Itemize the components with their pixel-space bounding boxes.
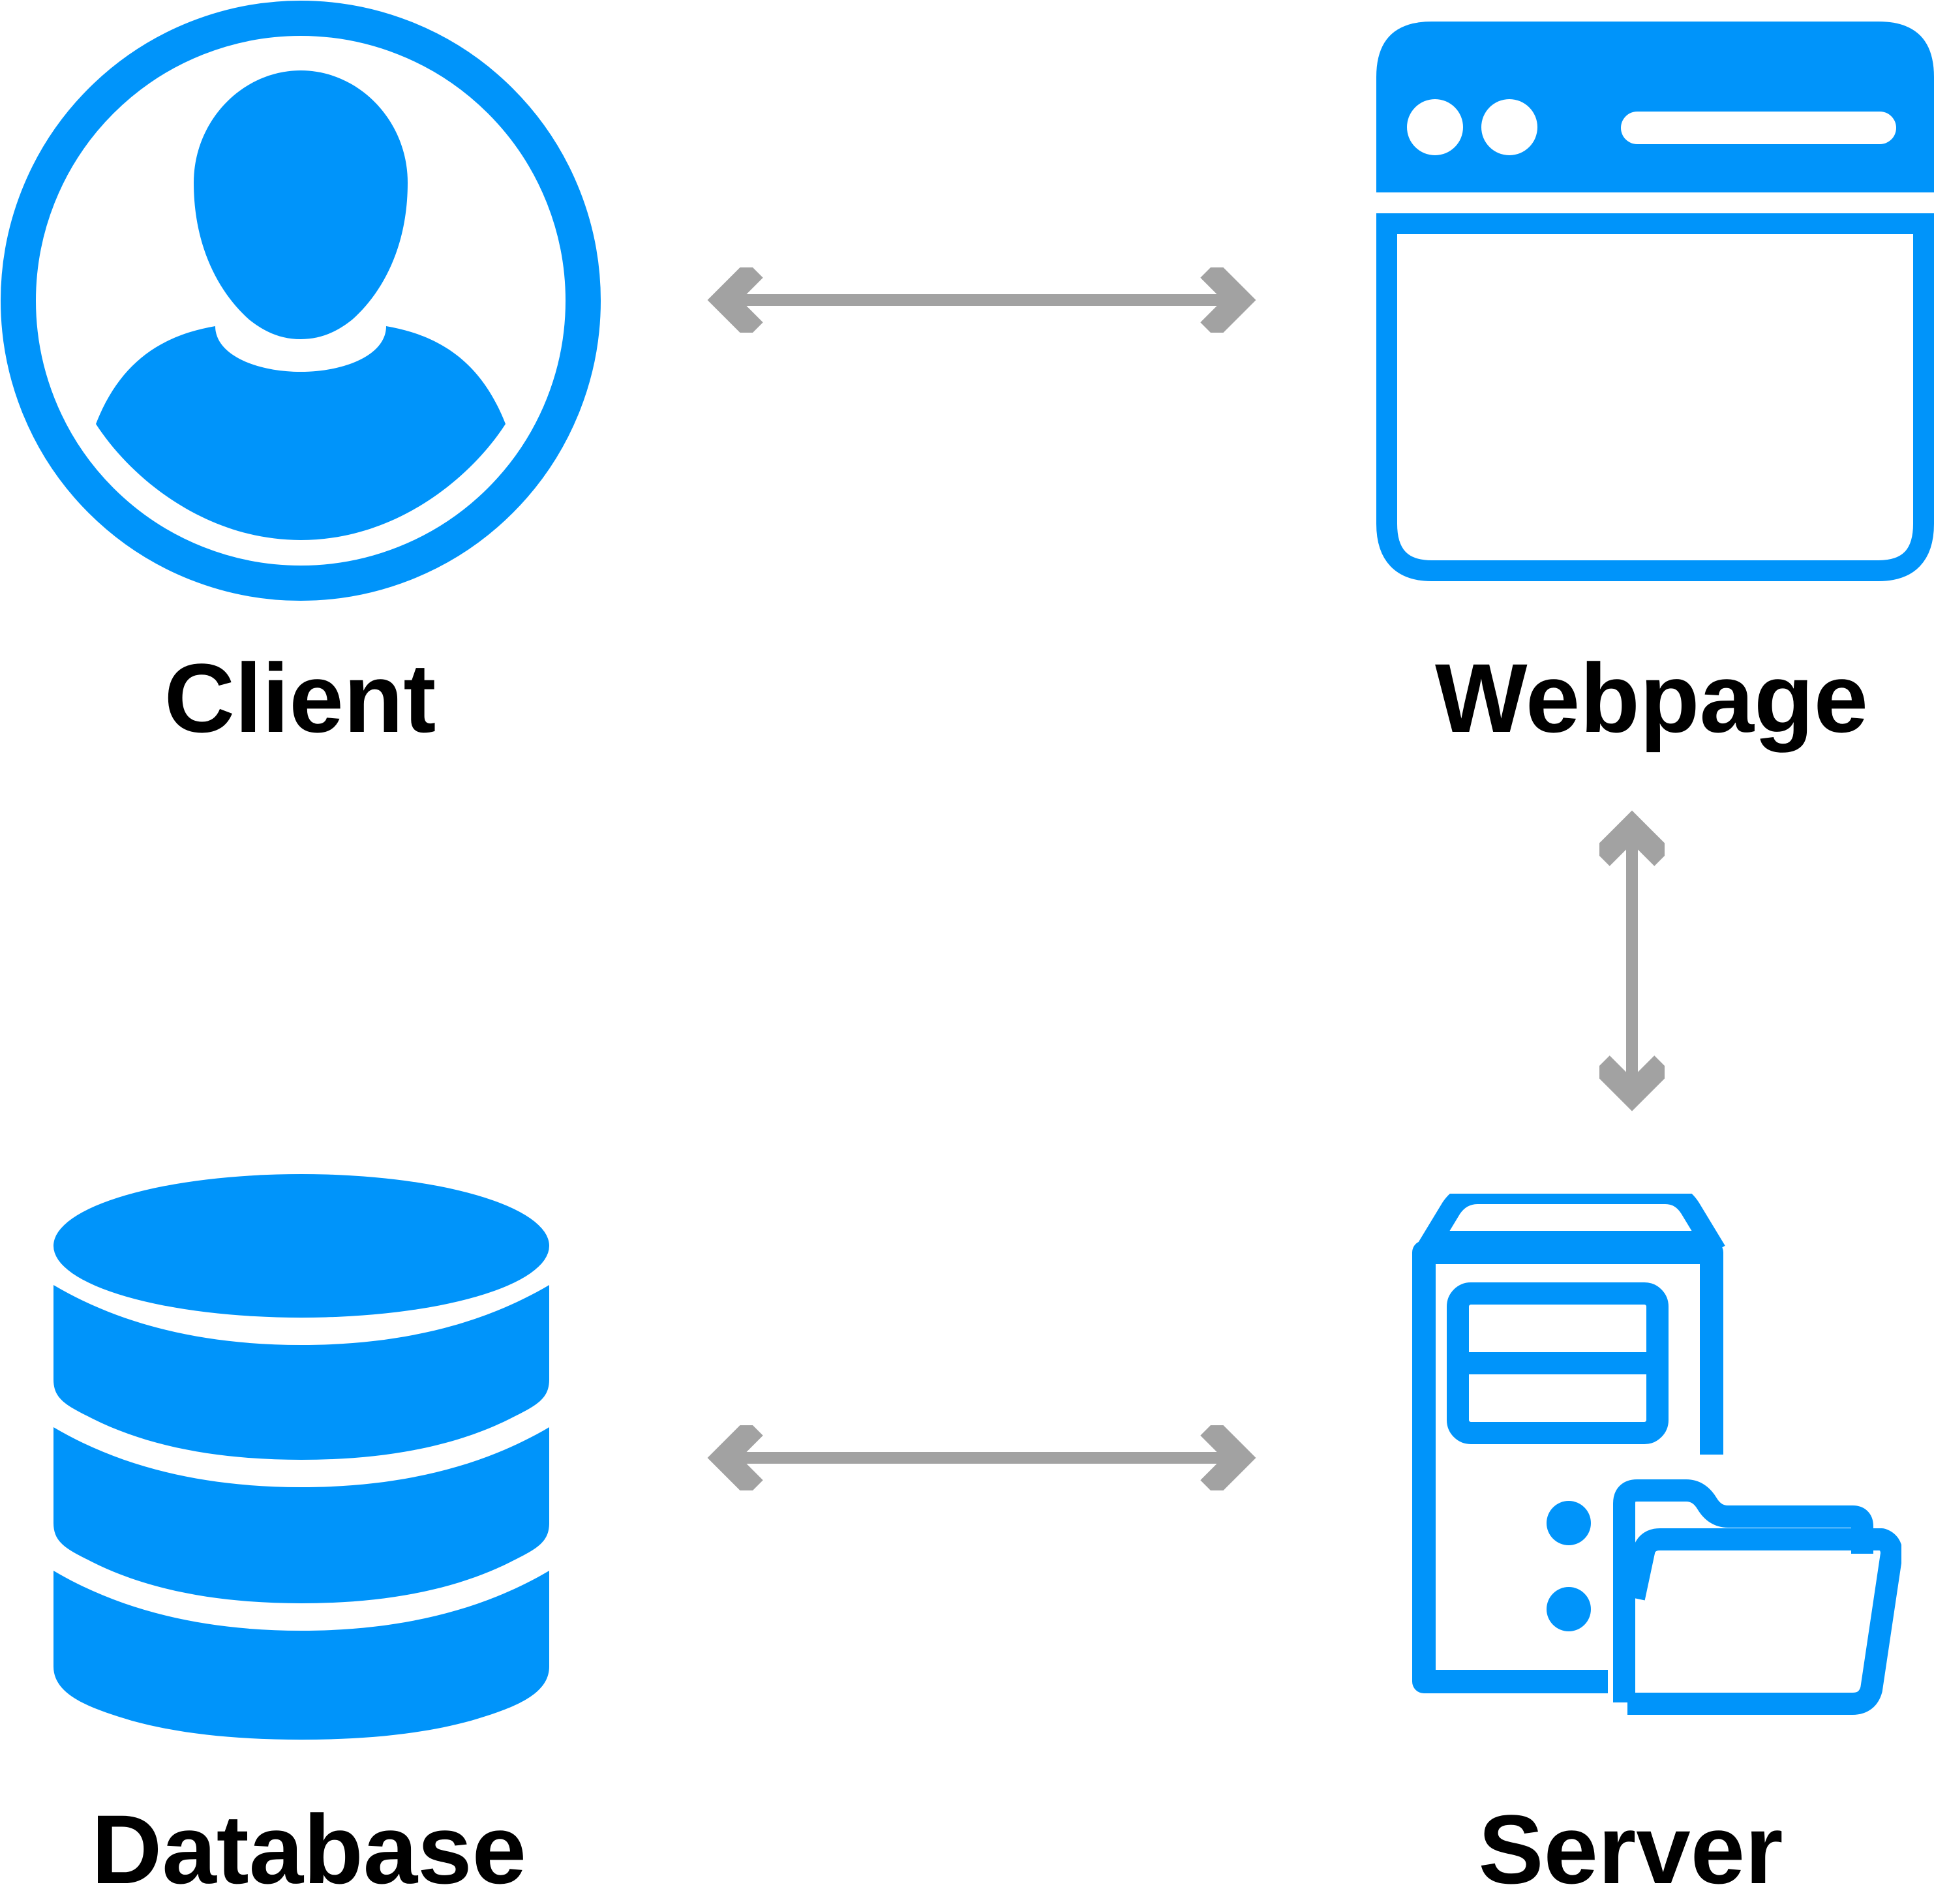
server-label: Server	[1478, 1794, 1783, 1904]
user-icon	[1, 1, 601, 601]
client-webpage-arrow	[707, 267, 1256, 333]
browser-window-icon	[1376, 22, 1934, 581]
webpage-server-arrow	[1599, 810, 1665, 1111]
webpage-label: Webpage	[1435, 643, 1869, 753]
client-label: Client	[164, 643, 436, 753]
database-label: Database	[91, 1794, 527, 1904]
server-icon	[1412, 1194, 1901, 1715]
database-server-arrow	[707, 1425, 1256, 1490]
database-icon	[53, 1174, 549, 1740]
